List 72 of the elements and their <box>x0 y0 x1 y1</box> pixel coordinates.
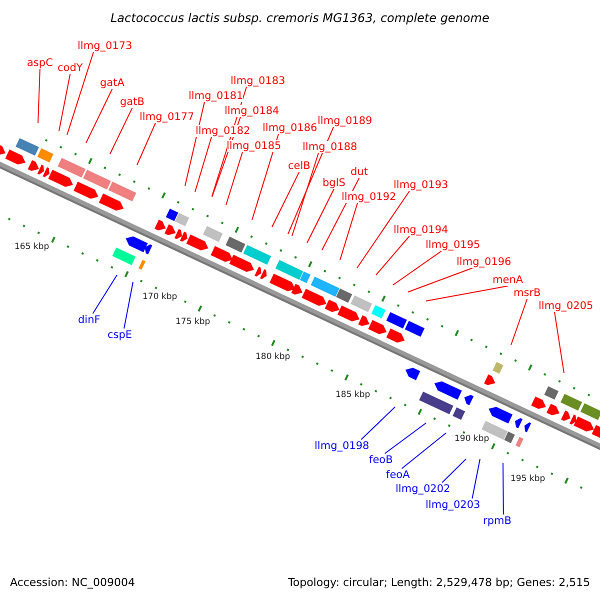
leader-line <box>426 286 508 302</box>
gene-label: aspC <box>27 56 53 69</box>
gene-label: llmg_0189 <box>318 114 372 127</box>
gene-label: llmg_0205 <box>538 300 594 312</box>
position-label: 195 kbp <box>510 474 546 484</box>
genome-info-text: Topology: circular; Length: 2,529,478 bp; Genes: 2,515 <box>288 576 590 588</box>
position-label: 180 kbp <box>256 352 290 362</box>
leader-line <box>86 88 113 144</box>
leader-line <box>502 462 504 515</box>
gene-label: llmg_0195 <box>426 238 480 251</box>
gene-label: gatA <box>100 76 124 89</box>
gene-label: celB <box>288 160 310 172</box>
gene-label: llmg_0193 <box>394 178 448 191</box>
leader-line <box>384 422 426 454</box>
gene-label: llmg_0194 <box>394 224 448 236</box>
leader-line <box>408 268 473 292</box>
leader-line <box>306 188 334 244</box>
leader-line <box>392 250 442 286</box>
position-label: 185 kbp <box>336 390 370 400</box>
leader-line <box>110 108 133 154</box>
leader-line <box>360 406 396 440</box>
position-label: 190 kbp <box>454 434 490 444</box>
gene-label: llmg_0196 <box>456 256 512 268</box>
gene-label: llmg_0177 <box>140 110 194 123</box>
leader-line <box>554 312 564 374</box>
leader-line <box>288 126 334 234</box>
leader-line <box>38 68 40 124</box>
gene-label: llmg_0186 <box>262 122 318 134</box>
accession-text: Accession: NC_009004 <box>10 576 136 588</box>
gene-label: llmg_0183 <box>230 74 286 87</box>
gene-label: llmg_0173 <box>78 40 132 52</box>
gene-label: feoB <box>369 454 393 466</box>
gene-label: rpmB <box>483 514 512 527</box>
gene-label: gatB <box>120 96 144 108</box>
leader-line <box>472 458 480 499</box>
gene-label: codY <box>58 62 83 74</box>
gene-label: llmg_0202 <box>396 482 450 495</box>
gene-label: llmg_0182 <box>196 124 250 137</box>
gene-label: llmg_0203 <box>426 498 480 511</box>
gene-label: menA <box>492 274 524 286</box>
gene-label: dinF <box>78 314 100 326</box>
leader-line <box>92 274 118 314</box>
gene-label: llmg_0181 <box>188 90 244 102</box>
leader-line <box>272 172 300 228</box>
leader-line <box>66 52 94 136</box>
leader-line <box>340 202 358 260</box>
gene-label: llmg_0184 <box>224 104 280 117</box>
leader-line <box>356 190 410 268</box>
leader-line <box>226 152 243 206</box>
leader-line <box>58 74 71 132</box>
leader-line <box>252 134 279 220</box>
leader-line <box>136 122 156 166</box>
gene-label: dut <box>350 166 368 178</box>
gene-label: llmg_0188 <box>302 140 358 153</box>
position-label: 175 kbp <box>176 316 210 327</box>
leader-line <box>194 136 212 192</box>
leader-line <box>401 432 446 469</box>
gene-label: msrB <box>514 286 541 299</box>
gene-label: llmg_0192 <box>342 190 396 203</box>
position-label: 170 kbp <box>142 292 178 302</box>
leader-line <box>376 236 410 276</box>
gene-label: feoA <box>386 468 410 481</box>
gene-label: llmg_0198 <box>314 440 370 452</box>
title: Lactococcus lactis subsp. cremoris MG1363, complete genome <box>110 11 490 25</box>
leader-line <box>510 298 528 346</box>
leader-line <box>442 458 466 483</box>
leader-line <box>292 152 319 236</box>
gene-label: cspE <box>108 328 132 341</box>
position-label: 165 kbp <box>14 242 50 252</box>
leader-line <box>124 282 134 329</box>
gene-label: bglS <box>322 176 346 189</box>
gene-label: llmg_0185 <box>226 140 282 152</box>
